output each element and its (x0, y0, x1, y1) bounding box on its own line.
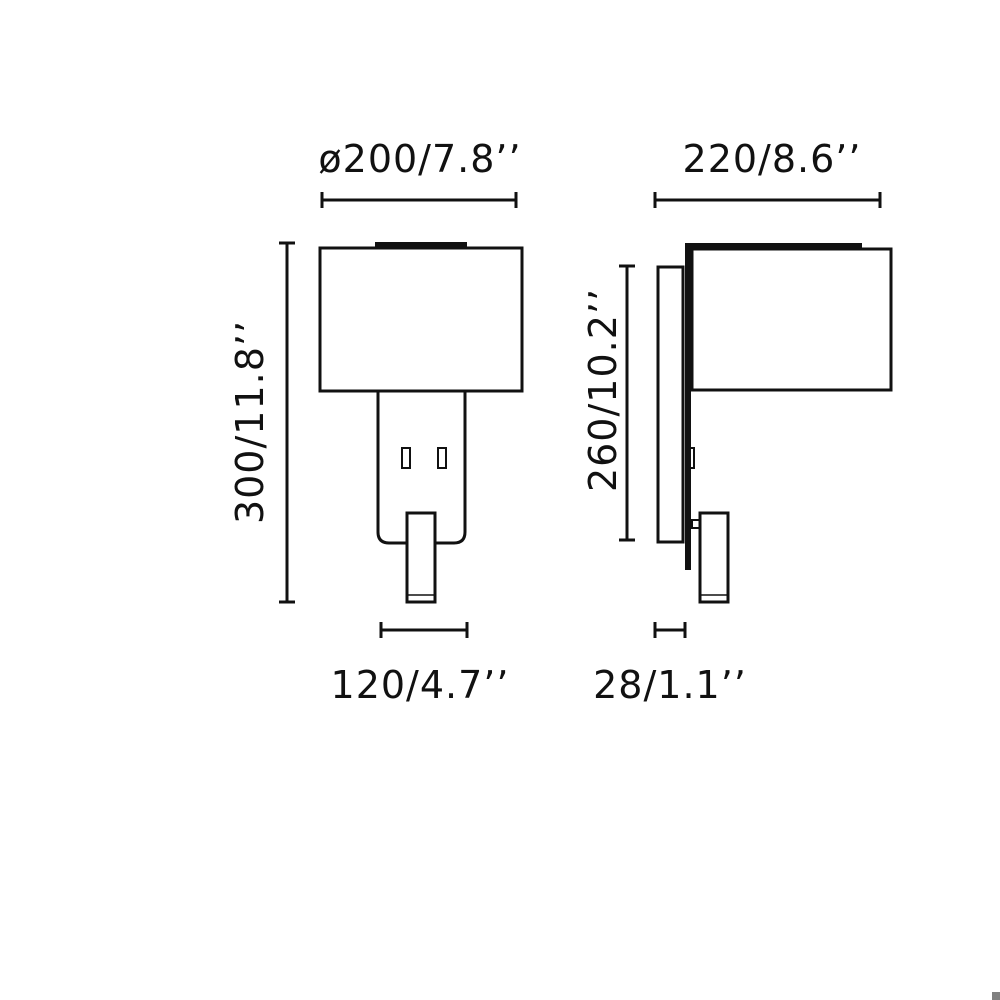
dim-line-arm-width (379, 622, 469, 638)
label-backplate-depth: 28/1.1’’ (593, 663, 747, 707)
front-top-cap (375, 242, 467, 247)
dim-line-total-height (279, 241, 295, 604)
label-total-height: 300/11.8’’ (228, 320, 272, 524)
front-shade (318, 246, 524, 393)
corner-mark (992, 992, 1000, 1000)
dim-line-side-depth (653, 192, 882, 208)
side-reading-light (698, 511, 730, 604)
front-view (318, 242, 524, 604)
side-view (656, 243, 893, 604)
front-switch-left (401, 447, 411, 469)
label-arm-width: 120/4.7’’ (331, 663, 510, 707)
front-arm (376, 391, 467, 545)
front-reading-light (405, 511, 437, 604)
side-rod (685, 243, 691, 570)
side-top-cap (685, 243, 862, 249)
side-shade (690, 247, 893, 392)
side-switch (687, 447, 695, 469)
side-backplate (656, 265, 685, 544)
dim-line-front-width (320, 192, 518, 208)
front-switch-right (437, 447, 447, 469)
dimension-lines (279, 192, 882, 638)
dim-line-backplate-depth (653, 622, 687, 638)
label-front-width: ø200/7.8’’ (318, 137, 521, 181)
dim-line-backplate-height (619, 264, 635, 542)
label-side-depth: 220/8.6’’ (683, 137, 862, 181)
label-backplate-height: 260/10.2’’ (581, 288, 625, 492)
